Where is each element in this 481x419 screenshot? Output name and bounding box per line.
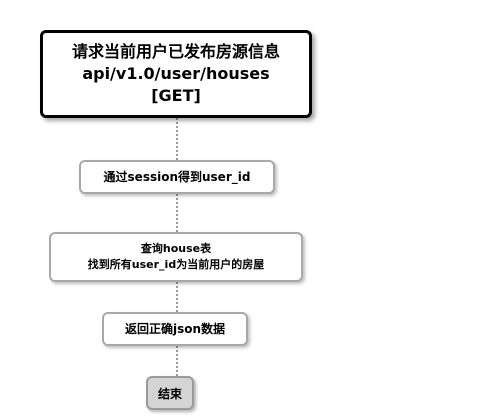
step-node-get-user-id: 通过session得到user_id: [79, 160, 275, 194]
connector-start-to-step-1: [176, 118, 178, 160]
step-node-label-line-1: 查询house表: [140, 242, 212, 255]
step-node-query-houses: 查询house表 找到所有user_id为当前用户的房屋: [49, 232, 303, 282]
start-node-endpoint: api/v1.0/user/houses: [82, 64, 270, 83]
start-node-method: [GET]: [151, 86, 201, 105]
step-node-label-line-2: 找到所有user_id为当前用户的房屋: [87, 258, 265, 271]
connector-step-1-to-step-2: [176, 194, 178, 232]
step-node-label: 返回正确json数据: [124, 322, 226, 336]
step-node-label: 通过session得到user_id: [103, 170, 251, 184]
connector-step-3-to-end: [176, 346, 178, 376]
connector-step-2-to-step-3: [176, 282, 178, 312]
step-node-return-json: 返回正确json数据: [102, 312, 248, 346]
end-node: 结束: [146, 376, 194, 410]
start-node: 请求当前用户已发布房源信息 api/v1.0/user/houses [GET]: [40, 30, 312, 118]
start-node-title: 请求当前用户已发布房源信息: [71, 42, 280, 61]
end-node-label: 结束: [157, 386, 182, 401]
